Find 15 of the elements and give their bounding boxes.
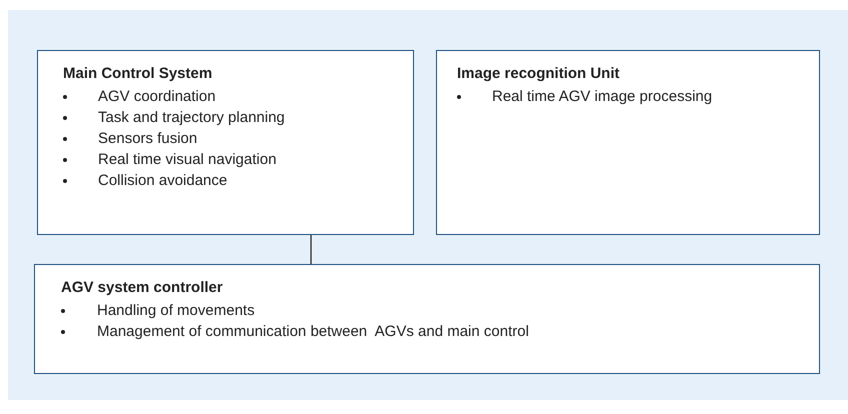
component-box bbox=[37, 50, 414, 235]
box-heading: AGV system controller bbox=[61, 278, 224, 298]
bullet-item: Real time visual navigation bbox=[98, 150, 276, 170]
bullet-item: Collision avoidance bbox=[98, 171, 228, 191]
bullet-item: Real time AGV image processing bbox=[492, 87, 712, 107]
box-heading: Image recognition Unit bbox=[457, 64, 621, 84]
box-heading: Main Control System bbox=[63, 64, 214, 84]
component-box bbox=[436, 50, 820, 235]
connector-line bbox=[310, 235, 312, 264]
component-box bbox=[34, 264, 820, 374]
bullet-item: Handling of movements bbox=[97, 301, 255, 321]
bullet-item: Management of communication between AGVs and main control bbox=[97, 322, 529, 342]
bullet-item: AGV coordination bbox=[98, 87, 216, 107]
bullet-item: Sensors fusion bbox=[98, 129, 198, 149]
bullet-item: Task and trajectory planning bbox=[98, 108, 285, 128]
